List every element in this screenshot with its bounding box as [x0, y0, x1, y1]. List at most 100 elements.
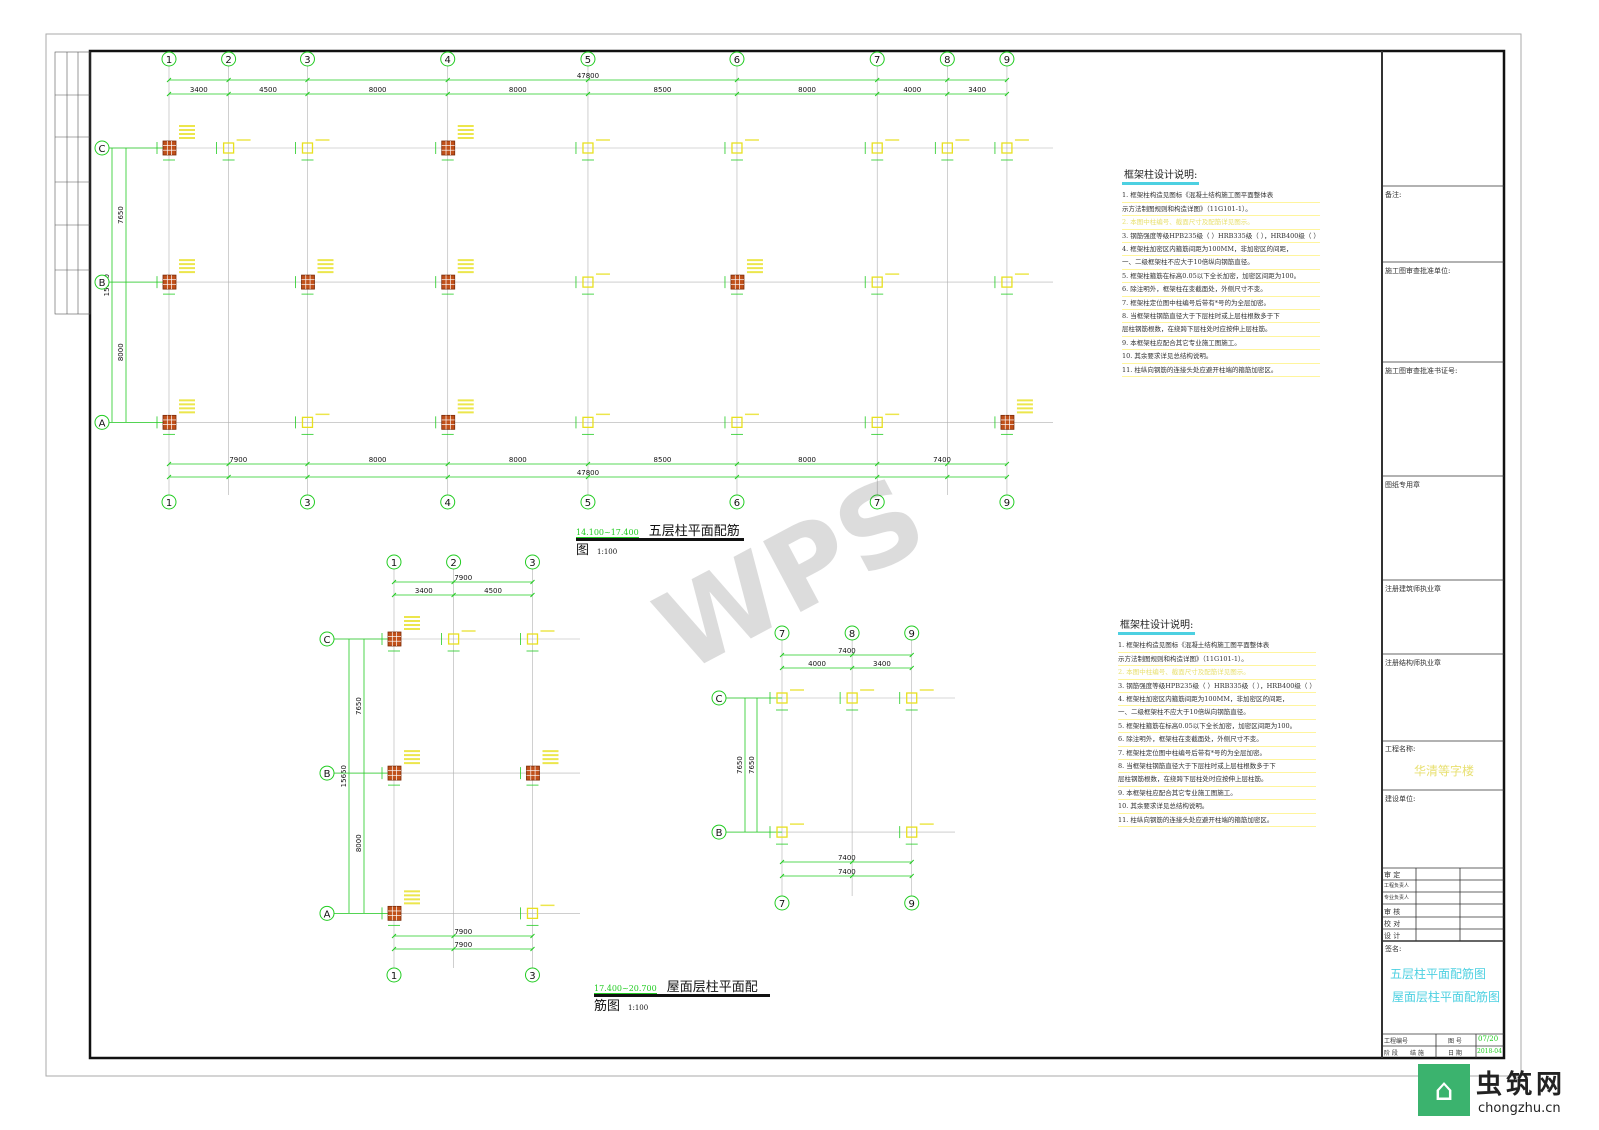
- dimension-tick: [944, 77, 950, 83]
- column-lz: [871, 276, 883, 288]
- dimension-tick: [779, 652, 785, 658]
- axis-bubble: [221, 51, 237, 67]
- axis-bubble: [904, 625, 920, 641]
- dimension-text: 7400: [838, 854, 856, 862]
- axis-bubble: [386, 554, 402, 570]
- dimension-tick: [445, 91, 451, 97]
- frame-column-kz: [730, 274, 745, 290]
- note-line: 4. 框架柱加密区内箍筋间距为100MM，非加密区的间距，: [1118, 693, 1316, 707]
- column-lz: [731, 416, 743, 428]
- dimension-text: 8000: [798, 86, 816, 94]
- dimension-tick: [585, 474, 591, 480]
- dimension-text: 8000: [798, 456, 816, 464]
- axis-label: 7: [779, 629, 785, 640]
- dimension-tick: [734, 474, 740, 480]
- phase-label: 阶 段: [1384, 1050, 1398, 1057]
- dimension-tick: [166, 91, 172, 97]
- column-lz: [906, 826, 918, 838]
- frame-column-kz: [162, 414, 177, 430]
- dimension-tick: [305, 77, 310, 83]
- axis-bubble: [299, 494, 315, 510]
- dimension-tick: [874, 91, 880, 97]
- axis-label: 6: [734, 55, 740, 66]
- axis-bubble: [580, 494, 596, 510]
- dimension-total: 7400: [838, 868, 856, 876]
- design-notes-2: 框架柱设计说明: 1. 框架柱构造见图标《混凝土结构施工图平面整体表 示方法制图…: [1118, 620, 1316, 828]
- axis-bubble: [161, 494, 177, 510]
- axis-label: 1: [391, 558, 397, 569]
- column-lz: [301, 416, 314, 428]
- column-lz: [526, 633, 539, 645]
- column-lz: [526, 907, 539, 919]
- axis-label: 8: [944, 55, 950, 66]
- dimension-total: 7650: [736, 756, 744, 774]
- column-lz: [1001, 276, 1013, 288]
- axis-bubble: [999, 494, 1015, 510]
- site-logo[interactable]: ⌂ 虫筑网 chongzhu.cn: [1418, 1064, 1566, 1116]
- dimension-tick: [909, 665, 915, 671]
- axis-bubble: [869, 51, 885, 67]
- frame-column-kz: [387, 765, 402, 781]
- note-line: 5. 框架柱箍筋在标高0.05以下全长加密，加密区间距为100。: [1122, 270, 1320, 284]
- note-line: 示方法制图规则和构造详图》（11G101-1）。: [1122, 203, 1320, 217]
- axis-bubble: [844, 625, 860, 641]
- axis-label: 6: [734, 498, 740, 509]
- elevation-label: 17.400~20.700: [594, 984, 657, 994]
- site-logo-name: 虫筑网: [1476, 1070, 1567, 1100]
- plan-scale: 1:100: [628, 1004, 649, 1012]
- dimension-text: 3400: [968, 86, 986, 94]
- plan-name: 五层柱平面配筋图: [576, 524, 740, 558]
- sheet-no-label: 图 号: [1448, 1038, 1462, 1045]
- axis-bubble: [904, 895, 920, 911]
- axis-label: 4: [445, 498, 451, 509]
- plan-name: 屋面层柱平面配筋图: [594, 980, 758, 1014]
- dimension-tick: [779, 665, 785, 671]
- dimension-tick: [944, 91, 950, 97]
- dimension-text: 3400: [415, 587, 433, 595]
- dimension-text: 7650: [748, 756, 756, 774]
- column-lz: [582, 276, 594, 288]
- title-block-lines: [1381, 51, 1504, 1058]
- column-lz: [582, 416, 594, 428]
- column-lz: [871, 416, 883, 428]
- axis-bubble: [869, 494, 885, 510]
- dimension-tick: [305, 91, 310, 97]
- client-label: 建设单位:: [1385, 795, 1416, 803]
- notes-lines: 1. 框架柱构造见图标《混凝土结构施工图平面整体表 示方法制图规则和构造详图》（…: [1118, 639, 1316, 828]
- dimension-total: 15650: [340, 765, 348, 787]
- dimension-text: 8000: [369, 456, 387, 464]
- note-line: 1. 框架柱构造见图标《混凝土结构施工图平面整体表: [1122, 189, 1320, 203]
- dimension-text: 8000: [369, 86, 387, 94]
- axis-label: B: [716, 828, 723, 839]
- arch-seal-label: 注册建筑师执业章: [1385, 585, 1441, 593]
- phase: 结 施: [1410, 1050, 1424, 1057]
- axis-label: 3: [304, 498, 310, 509]
- column-lz: [906, 692, 918, 704]
- dimension-tick: [734, 77, 740, 83]
- dimension-tick: [874, 77, 880, 83]
- dimension-text: 8000: [355, 834, 363, 852]
- dimension-tick: [445, 474, 451, 480]
- dimension-tick: [166, 474, 172, 480]
- struct-seal-label: 注册结构师执业章: [1385, 659, 1441, 667]
- review-unit-label: 施工图审查批准单位:: [1385, 267, 1451, 275]
- date: 2018-04: [1477, 1048, 1502, 1055]
- note-line: 7. 框架柱定位图中柱编号后带有*号的为全层加密。: [1122, 297, 1320, 311]
- dimension-text: 7900: [229, 456, 247, 464]
- sheet-no: 07/20: [1478, 1035, 1499, 1043]
- dimension-tick: [734, 461, 740, 467]
- axis-label: 3: [529, 971, 535, 982]
- dimension-tick: [451, 946, 456, 952]
- axis-label: 9: [909, 899, 915, 910]
- dimension-total: 47800: [577, 72, 599, 80]
- note-line: 3. 钢筋强度等级HPB235级（ ）HRB335级（ ），HRB400级（ ）: [1122, 230, 1320, 244]
- column-lz: [776, 826, 788, 838]
- signoff-label: 专业负责人: [1384, 895, 1410, 902]
- axis-label: B: [324, 769, 331, 780]
- note-line: 10. 其余要求详见总结构说明。: [1118, 800, 1316, 814]
- axis-label: C: [99, 144, 106, 155]
- dimension-tick: [849, 665, 855, 671]
- column-lz: [1001, 142, 1013, 154]
- axis-label: C: [324, 635, 331, 646]
